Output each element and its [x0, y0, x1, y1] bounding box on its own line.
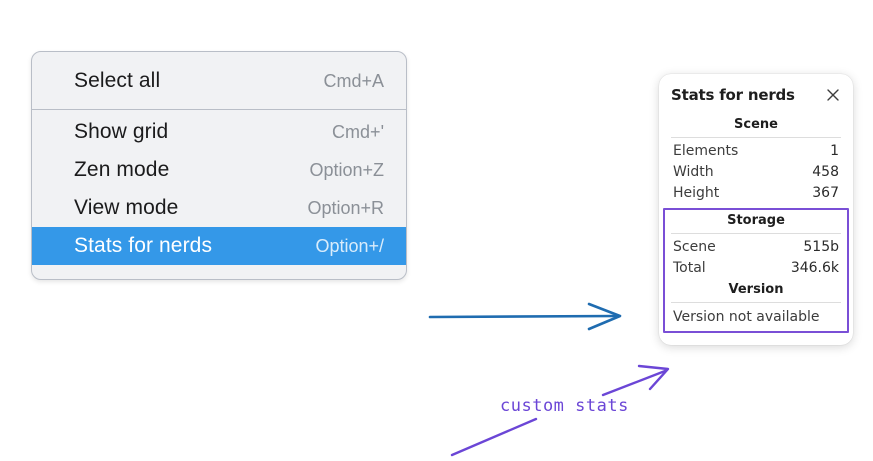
stat-value: 515b — [803, 239, 839, 255]
context-menu-group-2: Show grid Cmd+' Zen mode Option+Z View m… — [32, 110, 406, 279]
annotation-label: custom stats — [500, 396, 629, 416]
stat-label: Elements — [673, 143, 739, 159]
stat-value: 367 — [812, 185, 839, 201]
stat-row: Height 367 — [671, 183, 841, 204]
menu-item-shortcut: Option+/ — [315, 235, 384, 256]
stat-value: 458 — [812, 164, 839, 180]
menu-item-label: Stats for nerds — [74, 234, 213, 257]
version-heading: Version — [728, 282, 784, 297]
stat-label: Total — [673, 260, 706, 276]
custom-stats-highlight-box: Storage Scene 515b Total 346.6k Version … — [663, 208, 849, 333]
callout-arrow-icon — [601, 364, 670, 397]
stat-row: Scene 515b — [671, 237, 841, 258]
context-menu[interactable]: Select all Cmd+A Show grid Cmd+' Zen mod… — [31, 51, 407, 280]
scene-rule — [671, 137, 841, 138]
panel-header: Stats for nerds — [671, 86, 841, 104]
menu-item-label: Select all — [74, 69, 161, 92]
menu-divider — [32, 109, 406, 110]
scene-section: Scene Elements 1 Width 458 Height 367 — [671, 114, 841, 204]
version-rule — [671, 302, 841, 303]
menu-item-label: Zen mode — [74, 158, 170, 181]
stat-row: Total 346.6k — [671, 258, 841, 279]
version-note: Version not available — [673, 309, 820, 325]
close-icon[interactable] — [825, 87, 841, 103]
stat-row: Width 458 — [671, 162, 841, 183]
stat-label: Height — [673, 185, 720, 201]
menu-item-stats-for-nerds[interactable]: Stats for nerds Option+/ — [32, 227, 406, 265]
menu-item-view-mode[interactable]: View mode Option+R — [32, 189, 406, 227]
storage-rule — [671, 233, 841, 234]
menu-item-show-grid[interactable]: Show grid Cmd+' — [32, 113, 406, 151]
menu-item-label: Show grid — [74, 120, 169, 143]
stat-row: Elements 1 — [671, 141, 841, 162]
menu-item-shortcut: Option+R — [307, 197, 384, 218]
panel-title: Stats for nerds — [671, 86, 795, 104]
menu-item-shortcut: Cmd+A — [323, 70, 384, 91]
flow-arrow-icon — [428, 302, 622, 331]
menu-item-shortcut: Cmd+' — [332, 121, 384, 142]
context-menu-group-1: Select all Cmd+A — [32, 52, 406, 109]
callout-tail-line — [450, 417, 538, 457]
menu-item-select-all[interactable]: Select all Cmd+A — [32, 62, 406, 100]
storage-section: Storage Scene 515b Total 346.6k — [671, 210, 841, 279]
menu-item-zen-mode[interactable]: Zen mode Option+Z — [32, 151, 406, 189]
stat-value: 1 — [830, 143, 839, 159]
scene-heading: Scene — [734, 117, 778, 132]
version-section: Version Version not available — [671, 279, 841, 327]
storage-heading: Storage — [727, 213, 785, 228]
menu-item-label: View mode — [74, 196, 179, 219]
stats-for-nerds-panel: Stats for nerds Scene Elements 1 Width 4… — [659, 74, 853, 345]
menu-item-shortcut: Option+Z — [309, 159, 384, 180]
stat-label: Scene — [673, 239, 716, 255]
stat-value: 346.6k — [790, 260, 839, 276]
stat-label: Width — [673, 164, 714, 180]
